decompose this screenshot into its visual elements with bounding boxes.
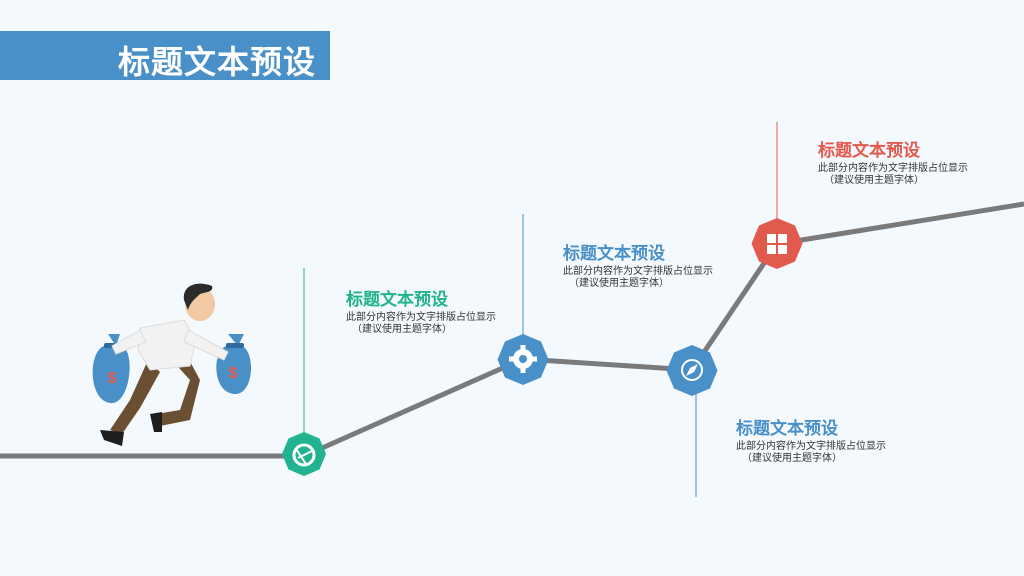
step-3-desc: 此部分内容作为文字排版占位显示 [736,441,886,452]
step-4-node [751,218,803,269]
step-2-note: （建议使用主题字体） [569,278,669,289]
step-2-desc: 此部分内容作为文字排版占位显示 [563,266,713,277]
step-3-node [666,345,718,396]
step-1-node [282,432,326,476]
progress-path [0,201,1024,459]
page-title: 标题文本预设 [118,43,317,81]
step-2-node [497,334,549,385]
step-3-note: （建议使用主题字体） [742,453,842,464]
step-4-note: （建议使用主题字体） [824,175,924,186]
step-4-title: 标题文本预设 [818,141,920,161]
step-4-desc: 此部分内容作为文字排版占位显示 [818,163,968,174]
step-3-title: 标题文本预设 [736,419,838,439]
step-1-note: （建议使用主题字体） [352,324,452,335]
step-1-desc: 此部分内容作为文字排版占位显示 [346,312,496,323]
step-4-text: 标题文本预设 此部分内容作为文字排版占位显示 （建议使用主题字体） [818,141,988,187]
step-3-text: 标题文本预设 此部分内容作为文字排版占位显示 （建议使用主题字体） [736,419,906,465]
step-1-text: 标题文本预设 此部分内容作为文字排版占位显示 （建议使用主题字体） [346,290,516,336]
svg-text:$: $ [229,365,238,382]
svg-text:$: $ [108,370,117,387]
step-2-text: 标题文本预设 此部分内容作为文字排版占位显示 （建议使用主题字体） [563,244,733,290]
title-bar: 标题文本预设 [0,31,330,81]
step-2-title: 标题文本预设 [563,244,665,264]
running-man-illustration: $ $ [92,283,252,446]
step-1-title: 标题文本预设 [346,290,448,310]
